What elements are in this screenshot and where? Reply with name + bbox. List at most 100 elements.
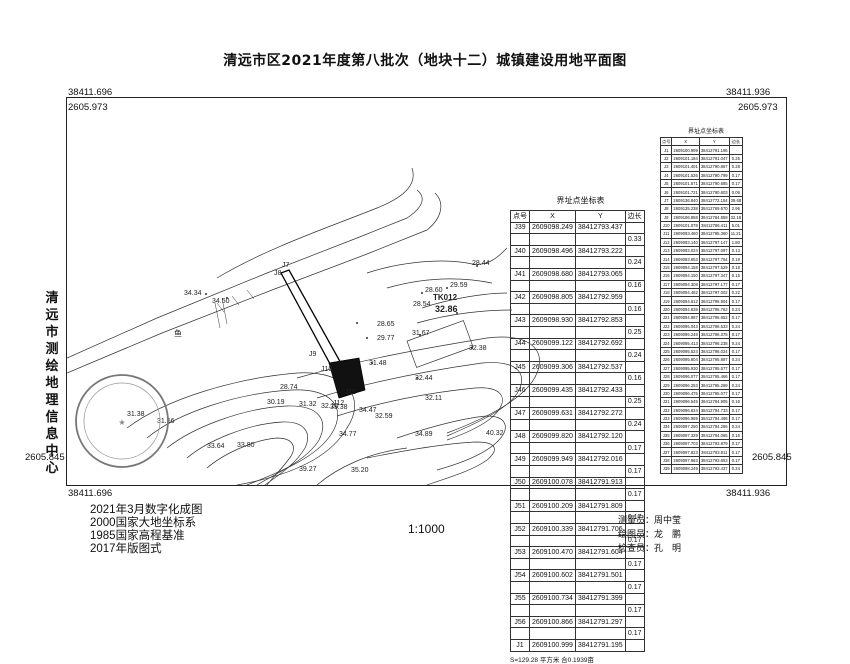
table-cell-pt: J45	[510, 360, 530, 374]
table-row: 0.17	[510, 441, 645, 455]
table-cell-x	[529, 233, 576, 246]
elev-label: 40.32	[486, 430, 504, 437]
table-cell-d: 0.15	[728, 271, 744, 281]
table-cell-d: 0.25	[624, 395, 645, 409]
table-cell-pt: J40	[510, 244, 530, 258]
table-cell-x	[529, 418, 576, 432]
table-cell-d: 0.24	[728, 304, 744, 315]
table-cell-x: 2609136.840	[671, 195, 700, 206]
table-cell-x: 2609100.602	[529, 569, 576, 582]
table-cell-x: 2609096.253	[671, 380, 700, 390]
table-cell-d: 0.24	[624, 418, 645, 432]
table-cell-y: 38412790.603	[698, 187, 730, 197]
table-cell-pt: J31	[659, 397, 673, 407]
table-cell-d: 0.17	[624, 604, 645, 617]
table-cell-y	[574, 604, 626, 617]
column-header: 点号	[659, 136, 673, 147]
elev-label: 28.54	[413, 301, 431, 308]
table-cell-pt: J9	[659, 212, 673, 222]
table-cell-d: 0.24	[728, 380, 744, 390]
table-cell-y	[574, 325, 626, 339]
table-cell-d: 0.33	[624, 233, 645, 246]
table-cell-pt: J41	[510, 267, 530, 281]
elev-label: 34.47	[359, 407, 377, 414]
table-cell-y: 38412793.065	[574, 267, 626, 281]
table-cell-pt: J1	[510, 638, 530, 652]
table-cell-pt: J24	[659, 338, 673, 348]
table-cell-y	[574, 233, 626, 246]
table-cell-y: 38412795.269	[698, 380, 730, 390]
table-cell-y: 38412796.024	[698, 346, 730, 357]
table-cell-y: 38412796.375	[698, 329, 730, 340]
table-cell-y: 38412792.433	[574, 383, 626, 397]
table-cell-pt: J35	[659, 430, 673, 441]
table-cell-d: 0.25	[728, 153, 744, 164]
table-cell-d: 0.24	[728, 422, 744, 432]
table-cell-y: 38412793.811	[698, 447, 730, 457]
table-cell-pt: J5	[659, 178, 673, 189]
road-edge-upper	[67, 217, 408, 359]
table-cell-pt	[510, 627, 530, 640]
table-cell-x: 2609100.734	[529, 592, 576, 606]
table-cell-pt: J39	[659, 464, 673, 474]
table-cell-x: 2609097.823	[671, 447, 700, 457]
table-cell-y: 38412795.577	[698, 363, 730, 373]
table-cell-x: 2609096.077	[671, 371, 700, 382]
road-curve	[406, 189, 423, 219]
table-cell-x	[529, 557, 576, 571]
table-row: 0.16	[510, 279, 645, 293]
table-cell-x: 2609135.238	[671, 204, 700, 214]
table-cell-y: 38412792.853	[574, 314, 626, 327]
footer-line-height: 1985国家高程基准	[90, 530, 185, 542]
table-cell-pt: J37	[659, 447, 673, 457]
table-cell-x: 2609106.858	[671, 212, 700, 222]
table-cell-x: 2609095.524	[671, 346, 700, 357]
footer-line-date: 2021年3月数字化成图	[90, 504, 203, 516]
elev-label: 32.44	[415, 375, 433, 382]
table-cell-d: 0.18	[728, 262, 744, 273]
table-cell-d: 0.24	[624, 256, 645, 269]
table-cell-d	[624, 337, 645, 351]
table-cell-y	[574, 302, 626, 316]
table-cell-d: 0.17	[624, 488, 645, 501]
column-header: Y	[698, 136, 730, 147]
table-cell-x: 2609100.078	[529, 476, 576, 490]
table-cell-d: 0.17	[624, 557, 645, 571]
elev-label: 32.10	[321, 403, 339, 410]
road-curve-2	[426, 192, 442, 231]
table-cell-pt: J22	[659, 321, 673, 332]
table-cell-y: 38412791.604	[574, 546, 626, 559]
table-cell-pt	[510, 372, 530, 385]
table-cell-y: 38412797.529	[698, 262, 730, 273]
table-row: 0.25	[510, 325, 645, 339]
table-cell-pt	[510, 441, 530, 455]
corner-top-right-x: 2605.973	[738, 102, 778, 113]
table-cell-x: 2609095.248	[671, 329, 700, 340]
table-cell-y	[574, 418, 626, 432]
table-cell-d: 0.17	[624, 441, 645, 455]
table-row: 0.17	[510, 511, 645, 525]
table-cell-x: 2609099.820	[529, 430, 576, 443]
table-cell-pt: J6	[659, 187, 673, 197]
table-cell-y: 38412791.297	[574, 615, 626, 629]
table-cell-y: 38412791.809	[574, 499, 626, 513]
table-cell-d: 0.17	[728, 296, 744, 306]
table-cell-d	[624, 569, 645, 582]
table-cell-x	[529, 488, 576, 501]
point-label-j10: J10	[321, 366, 332, 373]
elev-label: 28.74	[280, 384, 298, 391]
table-cell-pt: J47	[510, 407, 530, 420]
table-cell-pt: J15	[659, 262, 673, 273]
